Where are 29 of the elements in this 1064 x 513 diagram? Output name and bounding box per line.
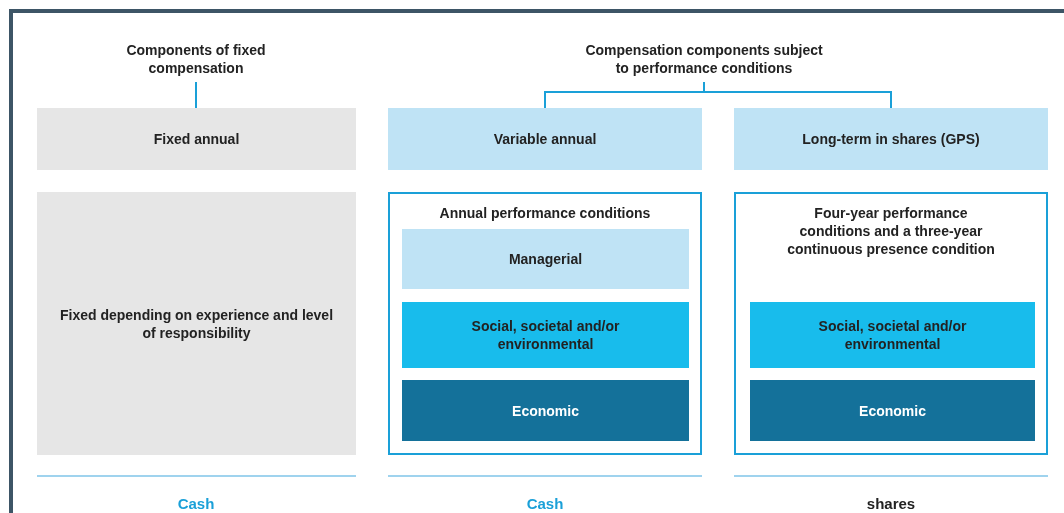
process-box [37, 192, 356, 455]
process-box [37, 108, 356, 170]
box-label: Fixed annual [153, 130, 240, 148]
box-label: Social, societal and/or environmental [817, 317, 968, 353]
group-panel [734, 192, 1048, 455]
process-box [750, 380, 1035, 441]
box-label: Economic [512, 401, 579, 420]
box-label: Fixed depending on experience and level of responsibility [58, 305, 335, 342]
group-panel [388, 192, 702, 455]
process-box [388, 108, 702, 170]
box-label: Economic [859, 401, 926, 420]
heading-text: Compensation components subject to performance conditions [584, 41, 824, 77]
process-box [734, 108, 1048, 170]
panel-heading: Four-year performance conditions and a three-year continuous presence condition [786, 204, 996, 258]
process-box [750, 302, 1035, 368]
column-footer: Cash [121, 495, 271, 512]
column-footer: shares [816, 495, 966, 512]
box-label: Variable annual [493, 130, 597, 148]
process-box [402, 229, 689, 289]
process-box [402, 302, 689, 368]
connector-line [195, 81, 197, 109]
box-label: Managerial [508, 250, 583, 268]
box-label: Social, societal and/or environmental [470, 317, 621, 353]
column-footer: Cash [470, 495, 620, 512]
process-box [402, 380, 689, 441]
panel-heading: Annual performance conditions [438, 204, 652, 222]
heading-text: Components of fixed compensation [125, 41, 267, 77]
box-label: Long-term in shares (GPS) [802, 130, 980, 148]
connector-line [703, 81, 892, 109]
